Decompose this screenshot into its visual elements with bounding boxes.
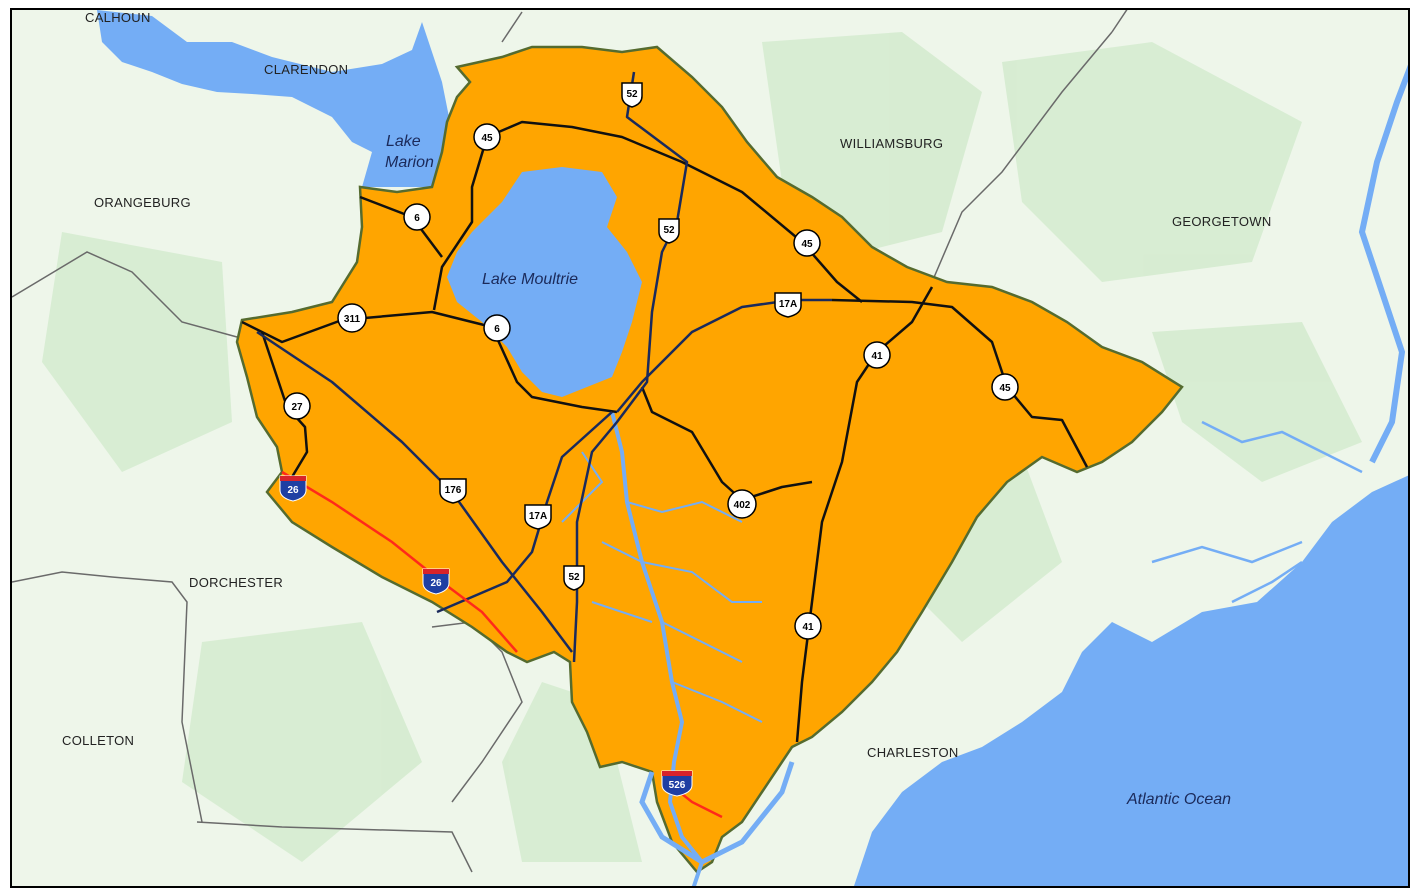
us-route-shield-17a-east[interactable]: 17A	[774, 292, 802, 318]
river-tributaries	[561, 451, 763, 723]
svg-text:45: 45	[481, 133, 493, 144]
svg-text:45: 45	[801, 239, 813, 250]
coastal-river	[1358, 64, 1408, 464]
county-map[interactable]: CALHOUN CLARENDON ORANGEBURG WILLIAMSBUR…	[10, 8, 1410, 888]
water-label-lake-marion-1: Lake	[386, 133, 421, 150]
us-route-shield-17a-south[interactable]: 17A	[524, 504, 552, 530]
county-label-georgetown: GEORGETOWN	[1172, 214, 1272, 229]
svg-text:52: 52	[568, 572, 580, 583]
atlantic-ocean	[854, 475, 1408, 886]
state-route-marker-41-north[interactable]: 41	[863, 341, 891, 369]
marsh-channels	[1151, 420, 1363, 604]
interstate-shield-26-mid[interactable]: 26	[422, 568, 450, 595]
state-route-marker-41-south[interactable]: 41	[794, 612, 822, 640]
state-route-marker-311[interactable]: 311	[337, 303, 367, 333]
svg-text:402: 402	[734, 500, 751, 511]
county-label-calhoun: CALHOUN	[85, 10, 151, 25]
svg-text:6: 6	[494, 324, 500, 335]
cooper-river	[610, 411, 705, 886]
svg-text:52: 52	[663, 225, 675, 236]
svg-text:526: 526	[669, 780, 686, 791]
state-route-marker-45-north[interactable]: 45	[473, 123, 501, 151]
us-route-shield-52-north[interactable]: 52	[621, 82, 643, 108]
svg-text:26: 26	[430, 578, 442, 589]
water-label-lake-moultrie: Lake Moultrie	[482, 271, 578, 288]
svg-text:311: 311	[344, 314, 361, 325]
svg-text:17A: 17A	[529, 511, 547, 522]
water-label-atlantic-ocean: Atlantic Ocean	[1126, 791, 1231, 808]
state-route-marker-45-east[interactable]: 45	[793, 229, 821, 257]
county-boundaries	[12, 10, 1128, 873]
interstate-shield-526[interactable]: 526	[661, 770, 693, 797]
svg-text:6: 6	[414, 213, 420, 224]
county-label-colleton: COLLETON	[62, 733, 134, 748]
svg-text:45: 45	[999, 383, 1011, 394]
county-label-orangeburg: ORANGEBURG	[94, 195, 191, 210]
lake-marion	[97, 10, 450, 187]
county-label-dorchester: DORCHESTER	[189, 575, 283, 590]
charleston-harbor	[639, 761, 795, 865]
county-label-charleston: CHARLESTON	[867, 745, 959, 760]
lake-moultrie	[447, 167, 642, 397]
interstate-shield-26-west[interactable]: 26	[279, 475, 307, 502]
svg-text:41: 41	[802, 622, 814, 633]
svg-text:17A: 17A	[779, 299, 797, 310]
water-label-lake-marion-2: Marion	[385, 154, 434, 171]
svg-text:176: 176	[445, 485, 462, 496]
state-route-marker-27[interactable]: 27	[283, 392, 311, 420]
state-route-marker-6-south[interactable]: 6	[483, 314, 511, 342]
us-route-shield-52-middle[interactable]: 52	[658, 218, 680, 244]
state-route-marker-6-west[interactable]: 6	[403, 203, 431, 231]
county-label-clarendon: CLARENDON	[264, 62, 348, 77]
state-route-marker-402[interactable]: 402	[727, 489, 757, 519]
svg-text:52: 52	[626, 89, 638, 100]
us-route-shield-176[interactable]: 176	[439, 478, 467, 504]
us-route-shield-52-south[interactable]: 52	[563, 565, 585, 591]
map-frame[interactable]: CALHOUN CLARENDON ORANGEBURG WILLIAMSBUR…	[10, 8, 1410, 888]
svg-text:27: 27	[291, 402, 303, 413]
state-route-marker-45-southeast[interactable]: 45	[991, 373, 1019, 401]
svg-text:41: 41	[871, 351, 883, 362]
svg-text:26: 26	[287, 485, 299, 496]
county-label-williamsburg: WILLIAMSBURG	[840, 136, 943, 151]
